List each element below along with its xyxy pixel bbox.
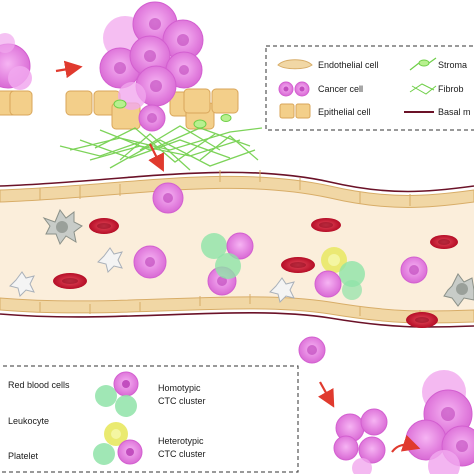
legend-platelet-label: Platelet bbox=[8, 451, 39, 461]
metastatic-tumor bbox=[405, 370, 474, 474]
legend-bottom: Red blood cells Leukocyte Platelet Homot… bbox=[0, 365, 299, 473]
intravasating-cancer-cell bbox=[152, 182, 184, 214]
arrow-extravasation bbox=[318, 381, 335, 408]
endothelial-cell-icon bbox=[277, 59, 313, 70]
primary-tumor-cluster bbox=[99, 1, 204, 132]
legend-fibroblast-label: Fibrob bbox=[438, 84, 464, 94]
homotypic-cluster-icon bbox=[95, 371, 139, 417]
heterotypic-cluster-icon bbox=[93, 422, 143, 465]
homotypic-cluster-vessel bbox=[201, 232, 254, 279]
process-arrows bbox=[55, 60, 421, 453]
leukocytes bbox=[42, 209, 474, 307]
arrow-invasion bbox=[55, 60, 83, 79]
legend-heterotypic-label: Heterotypic bbox=[158, 436, 204, 446]
stromal-cells bbox=[113, 99, 232, 129]
arrow-colonization bbox=[391, 434, 421, 453]
cancer-cluster-left-edge bbox=[0, 33, 32, 90]
heterotypic-cluster-vessel bbox=[314, 247, 365, 300]
legend-top: Endothelial cell Stroma Cancer cell Fibr… bbox=[265, 45, 474, 131]
legend-stroma-label: Stroma bbox=[438, 60, 467, 70]
cancer-cell-icon bbox=[278, 81, 310, 97]
legend-leukocyte-label: Leukocyte bbox=[8, 416, 49, 426]
red-blood-cells bbox=[53, 218, 458, 328]
fibroblast-icon bbox=[409, 83, 437, 95]
legend-endothelial-label: Endothelial cell bbox=[318, 60, 379, 70]
platelets bbox=[9, 247, 295, 303]
legend-cancer-label: Cancer cell bbox=[318, 84, 363, 94]
legend-rbc-label: Red blood cells bbox=[8, 380, 70, 390]
secondary-site-cluster bbox=[333, 408, 388, 474]
extravasating-cancer-cell bbox=[298, 336, 326, 364]
legend-basal-label: Basal m bbox=[438, 107, 471, 117]
legend-homotypic-label-2: CTC cluster bbox=[158, 396, 206, 406]
stroma-fibroblast-network bbox=[59, 125, 263, 171]
legend-homotypic-label: Homotypic bbox=[158, 383, 201, 393]
epithelial-cell-icon bbox=[279, 103, 311, 119]
legend-epithelial-label: Epithelial cell bbox=[318, 107, 371, 117]
stromal-cell-icon bbox=[409, 57, 437, 71]
legend-heterotypic-label-2: CTC cluster bbox=[158, 449, 206, 459]
arrow-intravasation bbox=[148, 143, 164, 172]
